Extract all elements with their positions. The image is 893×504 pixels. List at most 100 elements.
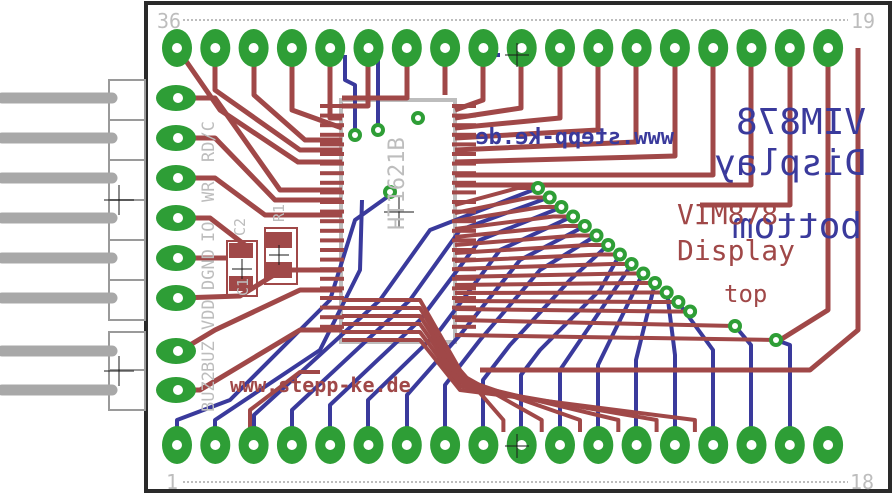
pad-bottom-1 (162, 426, 192, 464)
pad-top-23 (659, 29, 690, 67)
chip-pin-right-2 (452, 113, 476, 118)
pad-header-1 (156, 85, 196, 111)
pad-top-29 (430, 29, 461, 67)
pad-bottom-5 (315, 426, 346, 464)
chip-pin-left-24 (320, 324, 344, 329)
top-trace-header-2 (180, 135, 342, 203)
pad-bottom-2 (200, 426, 231, 464)
pad-header-2 (156, 125, 196, 151)
chip-pin-left-9 (320, 180, 344, 185)
chip-pin-left-2 (320, 113, 344, 118)
chip-pin-right-7 (452, 161, 476, 166)
top-trace-header-6 (179, 267, 342, 301)
top-trace-upper-18 (778, 48, 831, 343)
via-diag-10 (636, 266, 651, 281)
pad-bottom-4 (276, 426, 307, 464)
chip-pin-right-17 (452, 257, 476, 262)
chip-pin-left-21 (320, 296, 344, 300)
pad-top-36 (162, 29, 192, 67)
top-trace-lower-6 (342, 338, 697, 432)
bottom-trace-17 (775, 338, 792, 432)
pad-top-33 (276, 29, 307, 67)
chip-pin-right-1 (452, 104, 476, 108)
pad-bottom-7 (391, 426, 422, 464)
chip-pin-right-13 (452, 219, 476, 224)
pad-header-5 (156, 245, 196, 271)
conn-label-vdd: VDD (199, 299, 219, 330)
chip-pin-left-15 (320, 238, 344, 243)
top-trace-upper-10 (454, 48, 524, 121)
bottom-trace-15 (676, 300, 715, 432)
pads (156, 29, 844, 464)
top-trace-lower-2 (342, 306, 544, 432)
conn-label-dgnd: DGND (199, 249, 219, 290)
pad-top-35 (200, 29, 231, 67)
chip-pin-left-17 (320, 257, 344, 262)
chip-pins (320, 104, 476, 329)
conn-label-buz2: BUZ2 (199, 371, 219, 412)
chip-pin-left-8 (320, 171, 344, 176)
chip-pin-right-4 (452, 132, 476, 137)
pad-header-8 (156, 377, 196, 403)
header-pins (0, 92, 118, 396)
top-trace-fan-14 (454, 307, 691, 314)
bottom-trace-13 (634, 282, 657, 432)
pad-header-7 (156, 338, 196, 364)
top-trace-upper-2 (212, 48, 342, 153)
via-diag-5 (577, 219, 592, 233)
chip-pin-right-6 (452, 152, 476, 156)
conn-label-wr: WR (199, 181, 219, 202)
pad-top-20 (774, 29, 805, 67)
top-trace-lower-5 (342, 330, 659, 432)
via-diag-12 (659, 285, 674, 300)
pin-label-36: 36 (157, 9, 181, 33)
url-bottom-layer: www.stepp-ke.de (475, 125, 674, 150)
pad-bottom-10 (506, 426, 537, 464)
connector-signal-labels: BUZ2 BUZ VDD DGND IO WR RD/C (199, 121, 219, 412)
pad-top-22 (698, 29, 729, 67)
pad-bottom-12 (583, 426, 614, 464)
top-trace-header-1 (180, 95, 342, 193)
via-chip-4 (383, 185, 397, 199)
pad-bottom-6 (353, 426, 384, 464)
top-trace-lower-3 (342, 314, 582, 432)
chip-pin-right-15 (452, 238, 476, 243)
pad-bottom-11 (545, 426, 575, 464)
via-chip-1 (348, 128, 362, 142)
chip-pin-left-11 (320, 200, 344, 204)
top-trace-upper-3 (251, 48, 342, 143)
conn-label-rdc: RD/C (199, 121, 219, 162)
chip-pin-right-24 (452, 324, 476, 329)
top-trace-fan-13 (454, 299, 679, 304)
pad-bottom-16 (736, 426, 767, 464)
vim-bottom-line3: bottom (732, 206, 862, 247)
chip-pin-left-16 (320, 248, 344, 252)
chip-pin-left-13 (320, 219, 344, 224)
component-label-r1: R1 (270, 204, 288, 222)
via-b (769, 333, 783, 347)
vim-top-line1: VIM878 (677, 198, 778, 231)
chip-pin-right-12 (452, 209, 476, 214)
via-diag-14 (683, 304, 698, 319)
bottom-trace-2 (213, 199, 364, 432)
vim-bottom-line2: Display (714, 143, 866, 184)
pad-top-31 (353, 29, 384, 67)
chip-pin-left-6 (320, 152, 344, 156)
chip-label: HT1621B (385, 137, 410, 230)
top-trace-header-3 (180, 175, 342, 218)
chip-pin-right-14 (452, 228, 476, 233)
pad-bottom-17 (774, 426, 805, 464)
chip-pin-left-12 (320, 209, 344, 214)
pad-top-32 (315, 29, 346, 67)
bottom-trace-16 (733, 324, 753, 432)
chip-pin-left-1 (320, 104, 344, 108)
via-diag-1 (531, 181, 545, 195)
via-diag-11 (648, 276, 662, 290)
pad-top-28 (468, 29, 499, 67)
via-a (728, 319, 742, 333)
top-trace-upper-16 (455, 48, 754, 188)
via-diag-9 (624, 257, 639, 271)
pin-label-1: 1 (166, 470, 178, 494)
via-diag-6 (589, 228, 604, 243)
top-trace-upper-15 (455, 48, 716, 178)
